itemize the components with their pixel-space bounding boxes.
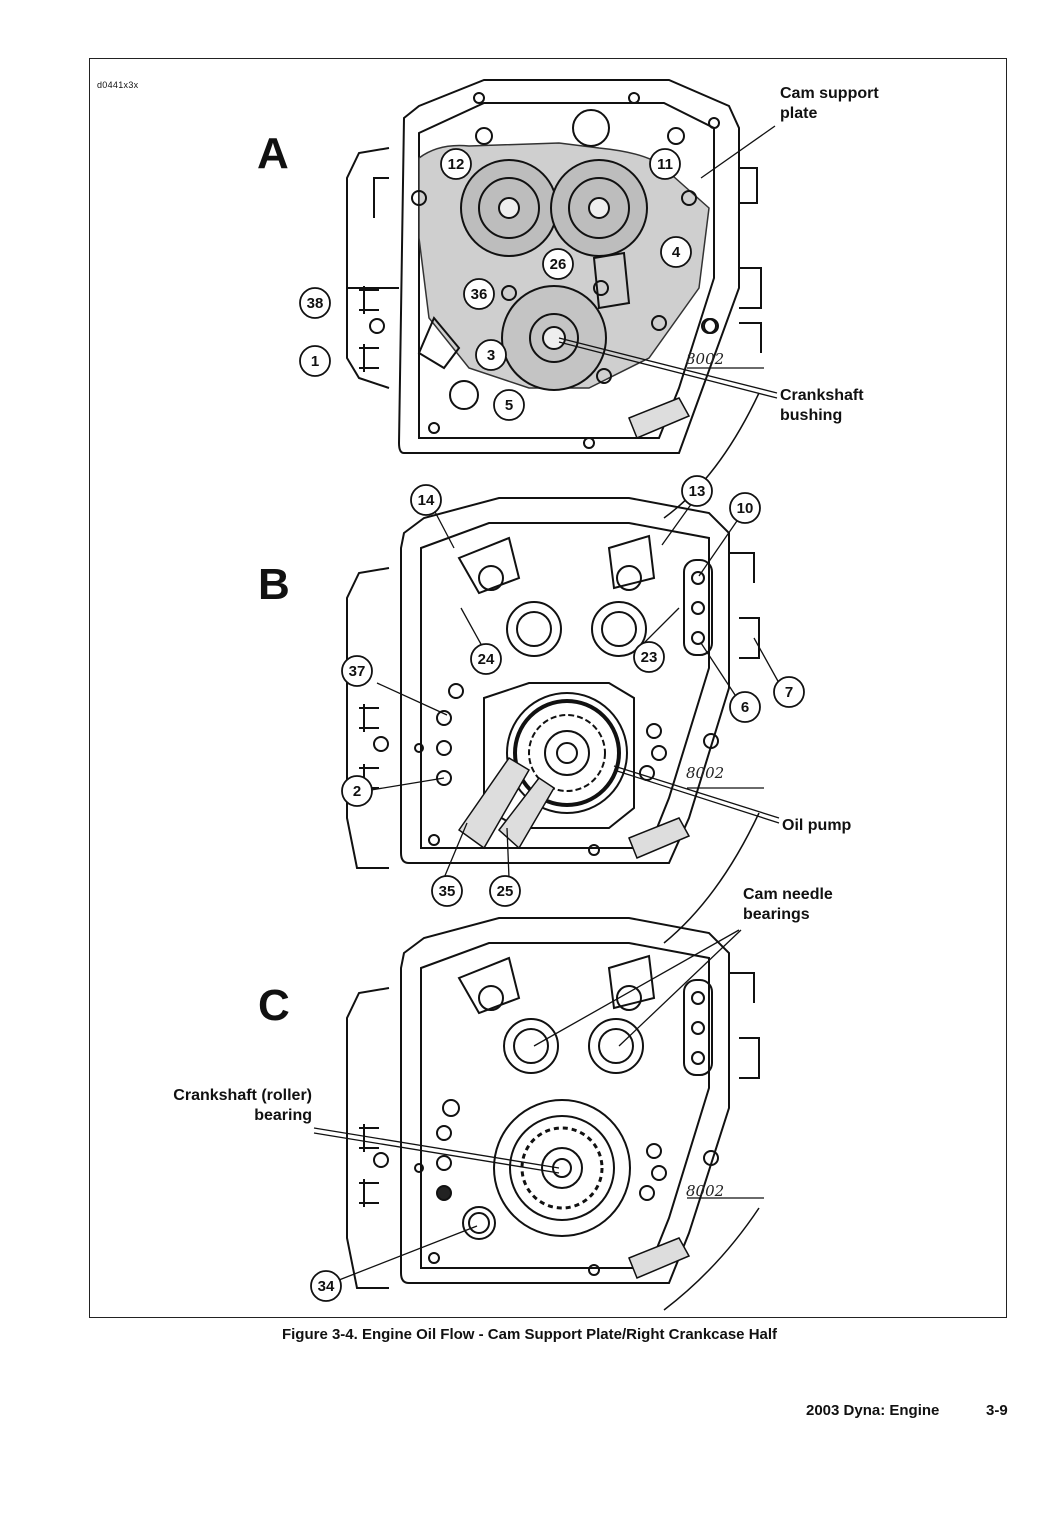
panel-b-number-13: 13 xyxy=(681,475,713,507)
panel-a-number-12: 12 xyxy=(440,148,472,180)
figure-frame xyxy=(89,58,1007,1318)
callout-crankshaft-roller-bearing: Crankshaft (roller) bearing xyxy=(173,1087,312,1124)
svg-text:6: 6 xyxy=(741,699,749,716)
panel-b-number-23: 23 xyxy=(633,641,665,673)
svg-text:25: 25 xyxy=(497,883,514,900)
panel-a-letter: A xyxy=(257,129,289,178)
panel-b-number-10: 10 xyxy=(729,492,761,524)
svg-text:12: 12 xyxy=(448,156,465,173)
footer-title: 2003 Dyna: Engine xyxy=(806,1402,940,1419)
panel-a-number-1: 1 xyxy=(299,345,331,377)
panel-a-number-36: 36 xyxy=(463,278,495,310)
panel-a-number-3: 3 xyxy=(475,339,507,371)
figure-code: d0441x3x xyxy=(97,80,139,90)
svg-text:34: 34 xyxy=(318,1278,335,1295)
panel-b-number-14: 14 xyxy=(410,484,442,516)
svg-text:36: 36 xyxy=(471,286,488,303)
svg-text:14: 14 xyxy=(418,492,435,509)
figure-caption: Figure 3-4. Engine Oil Flow - Cam Suppor… xyxy=(281,1326,778,1343)
panel-c-stamp: 8002 xyxy=(686,1182,724,1200)
panel-b-stamp: 8002 xyxy=(686,764,724,782)
panel-b-number-24: 24 xyxy=(470,643,502,675)
svg-text:38: 38 xyxy=(307,295,324,312)
svg-text:10: 10 xyxy=(737,500,754,517)
panel-c-letter: C xyxy=(258,981,290,1030)
callout-numbers: 12 11 26 4 36 38 1 3 5 14 13 10 24 23 37… xyxy=(299,148,805,1302)
svg-text:13: 13 xyxy=(689,483,706,500)
svg-text:2: 2 xyxy=(353,783,361,800)
svg-text:3: 3 xyxy=(487,347,495,364)
panel-a-number-38: 38 xyxy=(299,287,331,319)
panel-b-letter: B xyxy=(258,560,290,609)
svg-text:7: 7 xyxy=(785,684,793,701)
panel-a-number-4: 4 xyxy=(660,236,692,268)
engine-oil-flow-diagram: 8002 xyxy=(299,79,805,1311)
panel-a-drawing: 8002 xyxy=(346,79,778,519)
callout-oil-pump: Oil pump xyxy=(782,817,852,834)
callout-crankshaft-bushing: Crankshaft bushing xyxy=(780,387,864,424)
svg-text:11: 11 xyxy=(657,156,673,173)
panel-b-number-25: 25 xyxy=(489,875,521,907)
callout-cam-needle-bearings: Cam needle bearings xyxy=(743,886,833,923)
svg-text:23: 23 xyxy=(641,649,658,666)
panel-a-number-11: 11 xyxy=(649,148,681,180)
svg-text:24: 24 xyxy=(478,651,495,668)
svg-text:37: 37 xyxy=(349,663,366,680)
panel-b-number-2: 2 xyxy=(341,775,373,807)
svg-text:1: 1 xyxy=(311,353,319,370)
panel-c-number-34: 34 xyxy=(310,1270,342,1302)
svg-text:5: 5 xyxy=(505,397,513,414)
svg-text:26: 26 xyxy=(550,256,567,273)
panel-a-stamp: 8002 xyxy=(686,350,724,368)
panel-b-number-6: 6 xyxy=(729,691,761,723)
panel-b-number-7: 7 xyxy=(773,676,805,708)
panel-a-number-26: 26 xyxy=(542,248,574,280)
svg-text:35: 35 xyxy=(439,883,456,900)
page-number: 3-9 xyxy=(986,1402,1008,1419)
callout-cam-support-plate: Cam support plate xyxy=(780,85,879,122)
panel-a-number-5: 5 xyxy=(493,389,525,421)
panel-b-drawing: 8002 xyxy=(346,497,780,944)
panel-b-number-35: 35 xyxy=(431,875,463,907)
panel-b-number-37: 37 xyxy=(341,655,373,687)
svg-text:4: 4 xyxy=(672,244,681,261)
panel-c-drawing: 8002 xyxy=(313,917,764,1311)
